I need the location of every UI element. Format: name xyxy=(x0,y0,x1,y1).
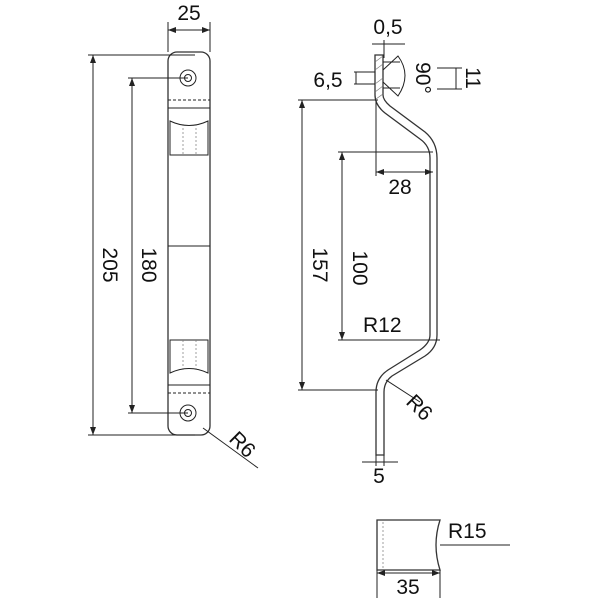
leader-line xyxy=(202,427,259,469)
dim-section-width: 35 xyxy=(396,576,419,599)
dim-countersink-diameter: 11 xyxy=(461,67,484,89)
grip-section xyxy=(376,519,441,571)
section-hatch xyxy=(374,55,384,100)
dim-thickness-offset: 0,5 xyxy=(373,16,402,39)
dim-offset: 28 xyxy=(388,176,411,199)
dim-corner-radius: R6 xyxy=(224,427,259,462)
dim-bend-radius-large: R12 xyxy=(363,314,402,337)
dim-width: 25 xyxy=(177,2,200,25)
handle-profile xyxy=(374,54,438,456)
front-view: 25 205 180 R6 xyxy=(88,2,260,469)
dim-hole-spacing: 180 xyxy=(137,247,160,282)
dim-countersink-angle: 90° xyxy=(411,62,434,94)
leader-line xyxy=(385,379,421,403)
dim-thickness: 5 xyxy=(373,465,385,488)
section-view: R15 35 xyxy=(376,519,510,599)
countersink-angle-arc xyxy=(382,55,406,97)
grip-band-bottom xyxy=(169,339,209,374)
dim-total-height: 157 xyxy=(308,247,331,282)
handle-plate xyxy=(167,51,211,436)
dim-grip-length: 100 xyxy=(348,250,371,285)
dim-bend-radius-small: R6 xyxy=(401,390,436,425)
dim-section-radius: R15 xyxy=(448,520,487,543)
dim-total-length: 205 xyxy=(98,247,121,282)
side-view: 0,5 6,5 90° 11 157 100 28 R12 R6 xyxy=(298,16,484,488)
dim-hole-diameter: 6,5 xyxy=(313,69,342,92)
